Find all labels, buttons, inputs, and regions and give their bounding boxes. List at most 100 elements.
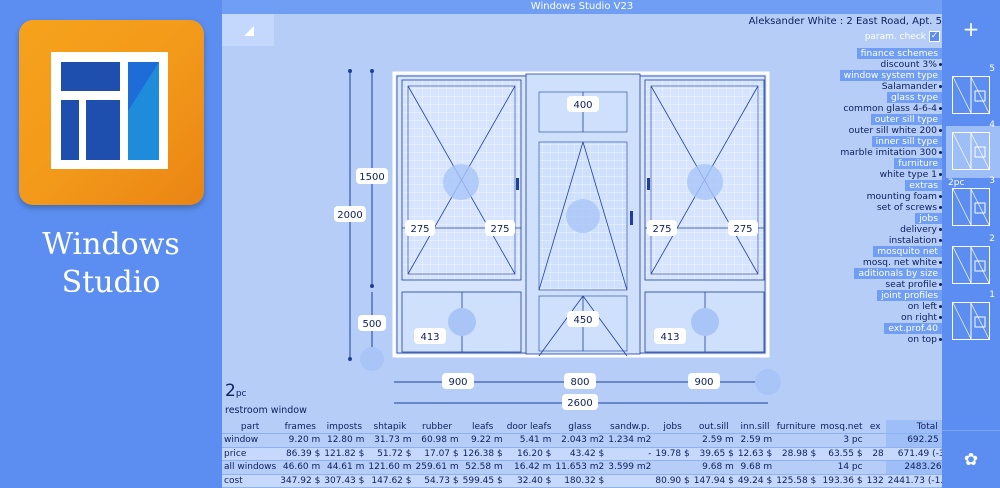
- option-label: inner sill type: [871, 136, 942, 147]
- window-thumbnail[interactable]: 3: [946, 176, 1000, 234]
- option-item[interactable]: discount 3%: [782, 59, 942, 70]
- windows-studio-logo: [19, 20, 204, 205]
- option-label: marble imitation 300: [840, 147, 942, 158]
- dim-sash-w2[interactable]: 275: [490, 224, 509, 235]
- option-label: common glass 4-6-4: [843, 103, 942, 114]
- table-cell: [653, 460, 692, 475]
- option-item[interactable]: marble imitation 300: [782, 147, 942, 158]
- checkbox-icon[interactable]: ✓: [929, 31, 940, 42]
- dim-width-center[interactable]: 800: [570, 377, 589, 388]
- table-cell: 121.60 m: [366, 460, 414, 475]
- dim-sash-w4[interactable]: 275: [733, 224, 752, 235]
- dim-width-left[interactable]: 900: [448, 377, 467, 388]
- dim-height-total[interactable]: 2000: [337, 210, 362, 221]
- option-item[interactable]: instalation: [782, 235, 942, 246]
- option-item[interactable]: on top: [782, 334, 942, 345]
- option-item[interactable]: set of screws: [782, 202, 942, 213]
- option-label: Salamander: [882, 81, 942, 92]
- window-thumbnail[interactable]: 5: [946, 64, 1000, 122]
- dim-sash-w1[interactable]: 275: [410, 224, 429, 235]
- option-header[interactable]: mosquito net: [782, 246, 942, 257]
- option-item[interactable]: on left: [782, 301, 942, 312]
- dim-sash-w3[interactable]: 275: [652, 224, 671, 235]
- option-item[interactable]: white type 1: [782, 169, 942, 180]
- table-cell: -: [606, 447, 654, 461]
- table-cell: inn.sill: [735, 420, 775, 434]
- title-bar: Windows Studio V23: [222, 0, 942, 14]
- table-cell: sandw.p.: [606, 420, 654, 434]
- option-header[interactable]: aditionals by size: [782, 268, 942, 279]
- window-name[interactable]: restroom window: [225, 405, 307, 416]
- option-item[interactable]: outer sill white 200: [782, 125, 942, 136]
- option-header[interactable]: glass type: [782, 92, 942, 103]
- option-item[interactable]: delivery: [782, 224, 942, 235]
- table-cell: 31.73 m: [366, 433, 414, 448]
- option-label: outer sill type: [870, 114, 942, 125]
- table-cell: 599.45 $: [460, 474, 505, 488]
- option-item[interactable]: mosq. net white: [782, 257, 942, 268]
- dim-height-lower[interactable]: 500: [362, 319, 381, 330]
- table-cell: 3 pc: [818, 433, 865, 448]
- table-cell: all windows: [222, 460, 279, 475]
- option-header[interactable]: ext.prof.40: [782, 323, 942, 334]
- table-cell: 259.61 m: [413, 460, 461, 475]
- option-header[interactable]: outer sill type: [782, 114, 942, 125]
- window-thumbnail[interactable]: 1: [946, 290, 1000, 348]
- option-item[interactable]: seat profile: [782, 279, 942, 290]
- option-label: set of screws: [877, 202, 942, 213]
- option-header[interactable]: inner sill type: [782, 136, 942, 147]
- dim-height-upper[interactable]: 1500: [359, 172, 384, 183]
- dim-transom-top[interactable]: 400: [573, 100, 592, 111]
- table-cell: 54.73 $: [413, 474, 461, 488]
- param-check-toggle[interactable]: param. check ✓: [865, 31, 940, 42]
- table-cell: 12.80 m: [322, 433, 367, 448]
- table-cell: 2.043 m2: [553, 433, 607, 448]
- option-label: ext.prof.40: [884, 323, 942, 334]
- option-label: on top: [908, 334, 942, 345]
- thumbnail-quantity: 2pc: [948, 178, 965, 188]
- table-cell: 12.63 $: [735, 447, 775, 461]
- window-drawing[interactable]: 1500 2000 500 400 450 275 275 275 275 41…: [222, 56, 782, 416]
- thumbnail-number: 4: [989, 120, 995, 130]
- flower-menu-button[interactable]: ✿: [942, 430, 1000, 488]
- quantity[interactable]: 2pc: [225, 381, 307, 404]
- option-label: finance schemes: [856, 48, 942, 59]
- table-cell: [774, 460, 819, 475]
- dim-lower-right[interactable]: 413: [660, 332, 679, 343]
- table-cell: 9.68 m: [735, 460, 775, 475]
- window-thumbnail[interactable]: 4 2pc: [946, 120, 1000, 188]
- option-item[interactable]: on right: [782, 312, 942, 323]
- option-header[interactable]: window system type: [782, 70, 942, 81]
- option-label: outer sill white 200: [849, 125, 942, 136]
- param-check-label: param. check: [864, 31, 926, 42]
- option-header[interactable]: finance schemes: [782, 48, 942, 59]
- dim-lower-mid[interactable]: 450: [573, 315, 592, 326]
- table-cell: 121.82 $: [322, 447, 367, 461]
- thumbnail-number: 5: [989, 64, 995, 74]
- quantity-value: 2: [225, 381, 236, 401]
- table-cell: 46.60 m: [278, 460, 323, 475]
- window-thumbnail[interactable]: 2: [946, 234, 1000, 292]
- table-cell: 60.98 m: [413, 433, 461, 448]
- dim-lower-left[interactable]: 413: [420, 332, 439, 343]
- option-item[interactable]: common glass 4-6-4: [782, 103, 942, 114]
- dim-width-right[interactable]: 900: [694, 377, 713, 388]
- option-header[interactable]: joint profiles: [782, 290, 942, 301]
- dim-width-total[interactable]: 2600: [567, 398, 592, 409]
- option-header[interactable]: extras: [782, 180, 942, 191]
- table-cell: [774, 433, 819, 448]
- table-cell: 80.90 $: [653, 474, 692, 488]
- table-cell: out.sill: [691, 420, 736, 434]
- option-item[interactable]: Salamander: [782, 81, 942, 92]
- option-header[interactable]: furniture: [782, 158, 942, 169]
- option-header[interactable]: jobs: [782, 213, 942, 224]
- table-cell: price: [222, 447, 279, 461]
- menu-corner-button[interactable]: [222, 14, 274, 46]
- add-window-button[interactable]: +: [962, 17, 980, 41]
- table-cell: 51.72 $: [366, 447, 414, 461]
- table-cell: 5.41 m: [504, 433, 554, 448]
- option-item[interactable]: mounting foam: [782, 191, 942, 202]
